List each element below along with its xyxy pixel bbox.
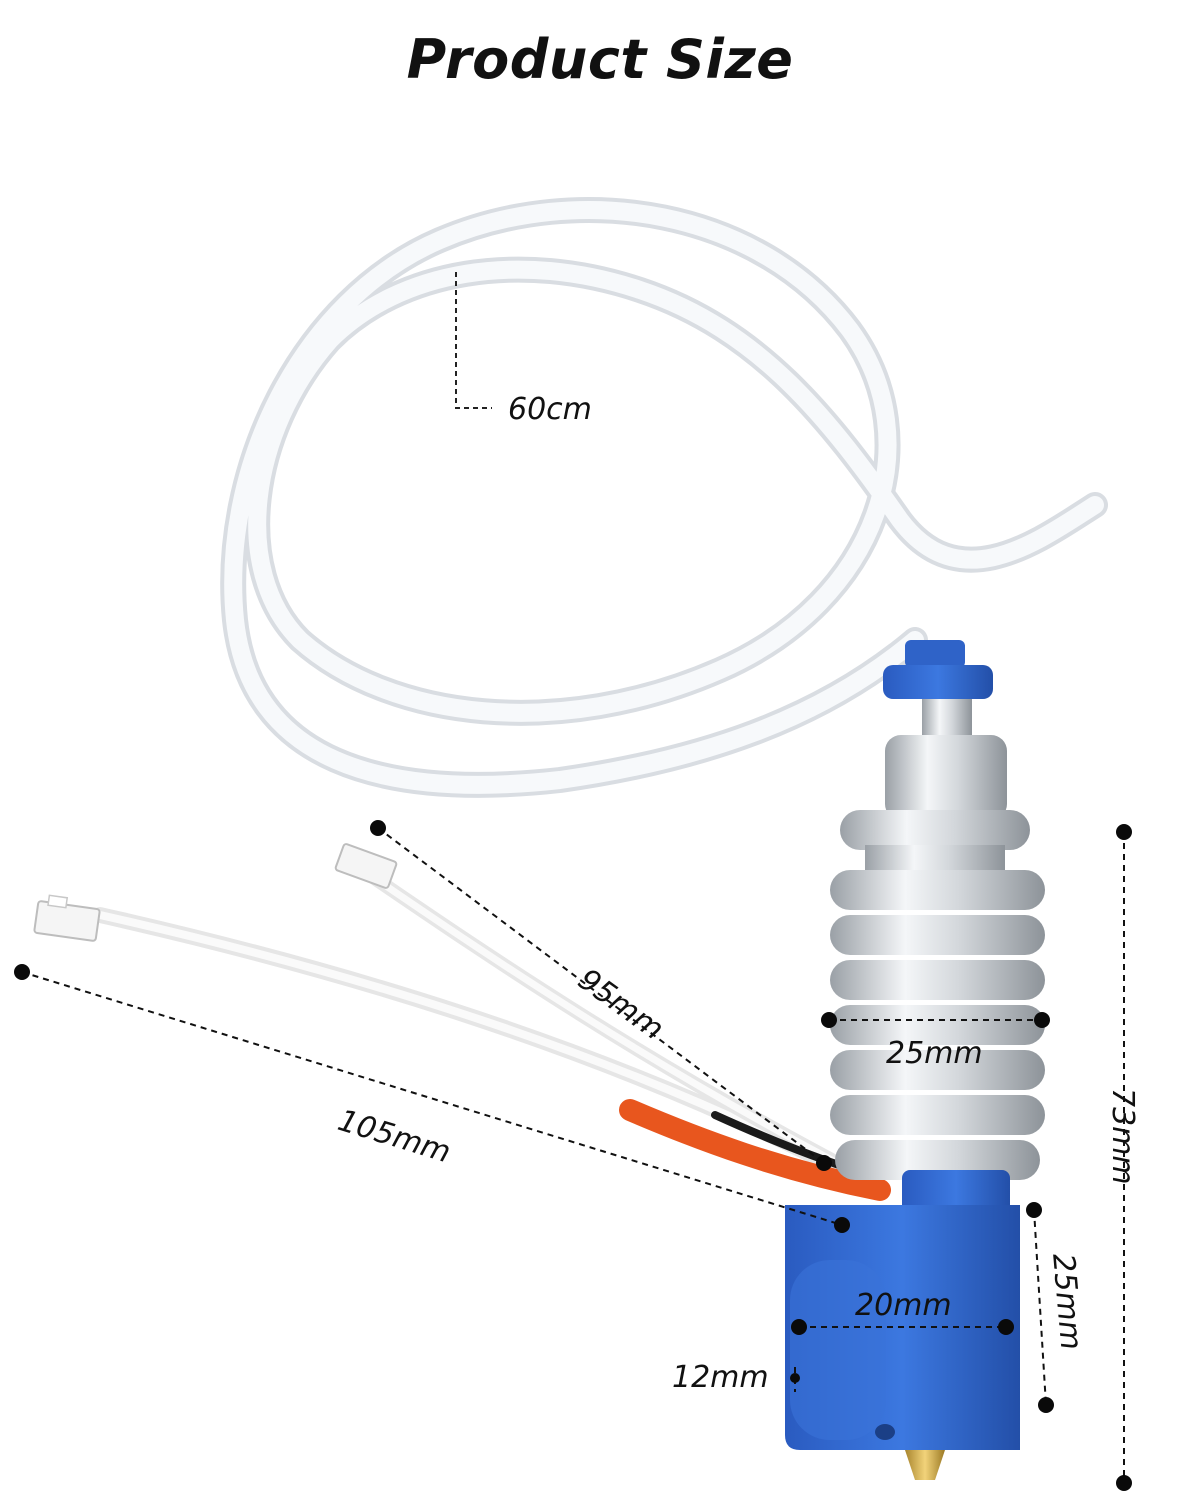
dimension-endpoints	[14, 820, 1132, 1491]
label-tube-length: 60cm	[508, 392, 592, 427]
label-block-width: 20mm	[855, 1288, 952, 1323]
page-title: Product Size	[406, 28, 794, 91]
connector-heater	[33, 894, 101, 942]
dim-25mm-height-line	[1033, 1209, 1047, 1406]
connector-thermistor	[334, 843, 398, 889]
heatsink	[830, 690, 1045, 1180]
tube-length-leader	[455, 272, 492, 409]
bowden-coupler	[883, 640, 993, 699]
heater-wires	[92, 868, 891, 1201]
label-nozzle-offset: 12mm	[672, 1360, 769, 1395]
nozzle	[905, 1450, 945, 1480]
ptfe-tube	[220, 197, 1108, 798]
label-heatsink-diameter: 25mm	[886, 1036, 983, 1071]
dim-105mm-line	[21, 971, 843, 1226]
dim-95mm-line	[377, 827, 825, 1164]
label-total-height: 73mm	[1105, 1088, 1140, 1185]
